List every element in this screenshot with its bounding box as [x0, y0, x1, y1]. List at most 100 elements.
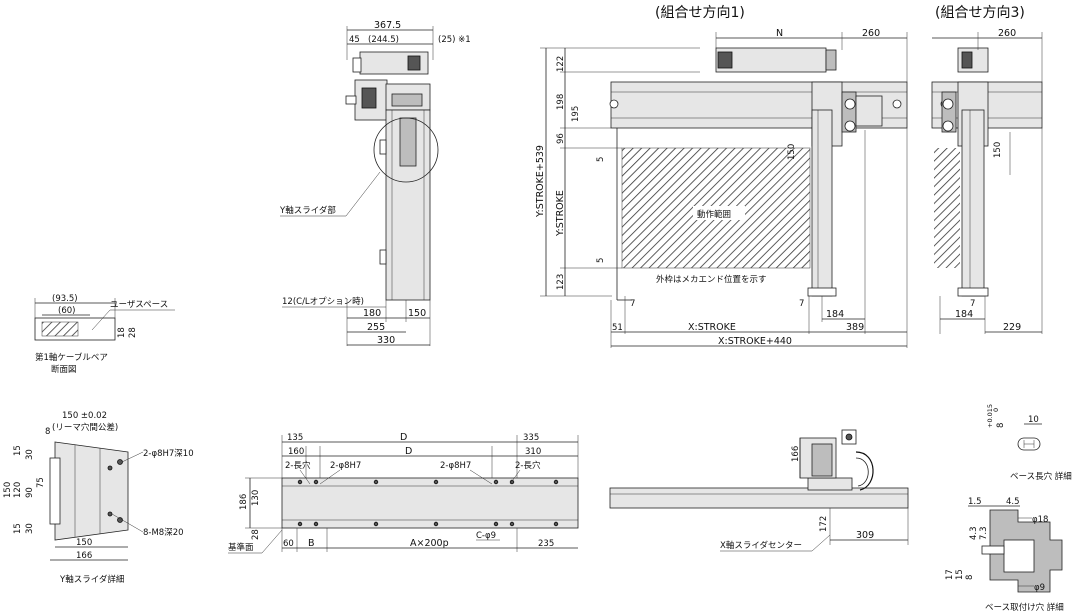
dim-60-paren: (60) [58, 306, 75, 316]
label-pin-8h7-right: 2-φ8H7 [440, 461, 471, 471]
dim-367-5: 367.5 [374, 20, 401, 31]
dim-195: 195 [571, 106, 581, 122]
x-slider-front-view: 166 172 309 X軸スライダセンター [609, 429, 909, 552]
base-long-hole-detail: 10 8 +0.015 0 ベース長穴 詳細 [986, 404, 1072, 482]
dim-30-bottom: 30 [25, 523, 35, 534]
label-pin-8h7-left: 2-φ8H7 [330, 461, 361, 471]
dim-96: 96 [556, 133, 566, 144]
combo3-y-column [961, 109, 985, 297]
dim-10: 10 [1028, 415, 1039, 425]
dim-93-5: (93.5) [52, 294, 78, 304]
dim-d-inner: D [405, 446, 412, 457]
dim-28-base: 28 [251, 529, 261, 540]
dim-160: 160 [288, 447, 304, 457]
combo-1-view: 動作範囲 外枠はメカエンド位置を示す Y:STROKE+539 122 198 … [535, 28, 908, 348]
dim-7-combo3: 7 [970, 299, 975, 309]
dim-123: 123 [556, 274, 566, 290]
side-view: 367.5 45 (244.5) (25) ※1 Y軸スライダ部 12(C/Lオ… [279, 20, 471, 346]
dim-389: 389 [846, 322, 864, 333]
dim-15-bottom: 15 [13, 523, 23, 534]
dim-b: B [308, 538, 315, 549]
dim-90: 90 [25, 487, 35, 498]
dim-150-combo1: 150 [787, 144, 797, 160]
dim-7-left: 7 [630, 299, 635, 309]
dim-166-front: 166 [791, 446, 801, 462]
label-operating-range: 動作範囲 [697, 209, 731, 220]
label-base-mount-hole: ベース取付け穴 詳細 [985, 602, 1064, 613]
dim-8-mount: 8 [965, 575, 975, 580]
tolerance-bottom: 0 [992, 408, 1000, 412]
dim-x-stroke: X:STROKE [688, 322, 736, 333]
dim-x-stroke-440: X:STROKE+440 [718, 336, 792, 347]
dim-198: 198 [556, 94, 566, 110]
label-y-slider-part: Y軸スライダ部 [279, 205, 336, 216]
label-cable-bear: 第1軸ケーブルベア [35, 352, 108, 363]
dim-15-top: 15 [13, 445, 23, 456]
dim-150-bottom: 150 [76, 538, 92, 548]
label-c-phi9: C-φ9 [476, 531, 496, 541]
dim-310: 310 [525, 447, 541, 457]
dim-7-right: 7 [799, 299, 804, 309]
dim-45: 45 [349, 35, 360, 45]
heading-combo-3: (組合せ方向3) [935, 5, 1025, 21]
dim-7-3: 7.3 [979, 526, 989, 540]
dim-229: 229 [1003, 322, 1021, 333]
dim-28-cable: 28 [128, 327, 138, 338]
label-reamer-150: 150 ±0.02 [62, 411, 107, 421]
label-m8-hole: 8-M8深20 [143, 528, 184, 538]
label-cross-section: 断面図 [51, 364, 77, 375]
dim-4-3: 4.3 [969, 526, 979, 540]
dim-51: 51 [612, 323, 623, 333]
dim-150-y: 150 [3, 482, 13, 498]
dim-309: 309 [856, 530, 874, 541]
dim-a-200p: A×200p [410, 538, 449, 549]
label-ref-surface: 基準面 [228, 542, 254, 553]
dim-135: 135 [287, 433, 303, 443]
dim-255: 255 [367, 322, 385, 333]
dim-8-yslider: 8 [45, 427, 50, 437]
combo1-y-column [811, 109, 833, 297]
label-base-long-hole: ベース長穴 詳細 [1010, 471, 1072, 482]
label-long-hole-left: 2-長穴 [285, 460, 311, 471]
dim-184-combo1: 184 [826, 309, 844, 320]
dim-1-5: 1.5 [968, 497, 982, 507]
dim-172: 172 [819, 516, 829, 532]
dim-120: 120 [13, 482, 23, 498]
dim-180: 180 [363, 308, 381, 319]
label-long-hole-right: 2-長穴 [515, 460, 541, 471]
dim-18: 18 [117, 327, 127, 338]
label-user-space: ユーザスペース [110, 300, 168, 310]
x-rail-front [609, 487, 909, 509]
dim-y-stroke: Y:STROKE [555, 190, 566, 237]
base-mount-hole-detail: 1.5 4.5 φ18 7.3 4.3 17 15 8 φ9 ベース取付け穴 詳… [945, 497, 1064, 613]
heading-combo-1: (組合せ方向1) [655, 5, 745, 21]
dim-4-5: 4.5 [1006, 497, 1020, 507]
dim-17: 17 [945, 569, 955, 580]
dim-150-combo3: 150 [993, 142, 1003, 158]
label-reamer-tolerance: (リーマ穴間公差) [52, 422, 118, 433]
dim-184-combo3: 184 [955, 309, 973, 320]
label-y-slider-detail: Y軸スライダ詳細 [59, 574, 124, 585]
dim-5-bottom: 5 [596, 258, 606, 263]
dim-phi18: φ18 [1032, 515, 1048, 525]
label-cl-option: 12(C/Lオプション時) [282, 297, 364, 307]
dim-15-mount: 15 [955, 569, 965, 580]
dim-244-5: (244.5) [368, 35, 399, 45]
label-pin-hole: 2-φ8H7深10 [143, 449, 194, 459]
dim-235: 235 [538, 539, 554, 549]
dim-60-base: 60 [283, 539, 294, 549]
dim-n: N [776, 28, 783, 39]
combo-3-view: 260 150 7 184 229 [931, 28, 1043, 334]
dim-d-outer: D [400, 432, 407, 443]
label-x-slider-center: X軸スライダセンター [720, 540, 802, 551]
dim-y-stroke-539: Y:STROKE+539 [535, 145, 546, 218]
base-body [281, 477, 579, 529]
dim-25-note: (25) ※1 [438, 35, 471, 45]
dim-260-combo3: 260 [998, 28, 1016, 39]
dim-130: 130 [251, 490, 261, 506]
dim-phi9: φ9 [1034, 583, 1045, 593]
tolerance-top: +0.015 [986, 404, 994, 428]
dim-150-side: 150 [408, 308, 426, 319]
dim-5-top: 5 [596, 157, 606, 162]
dim-8-long: 8 [996, 423, 1006, 428]
